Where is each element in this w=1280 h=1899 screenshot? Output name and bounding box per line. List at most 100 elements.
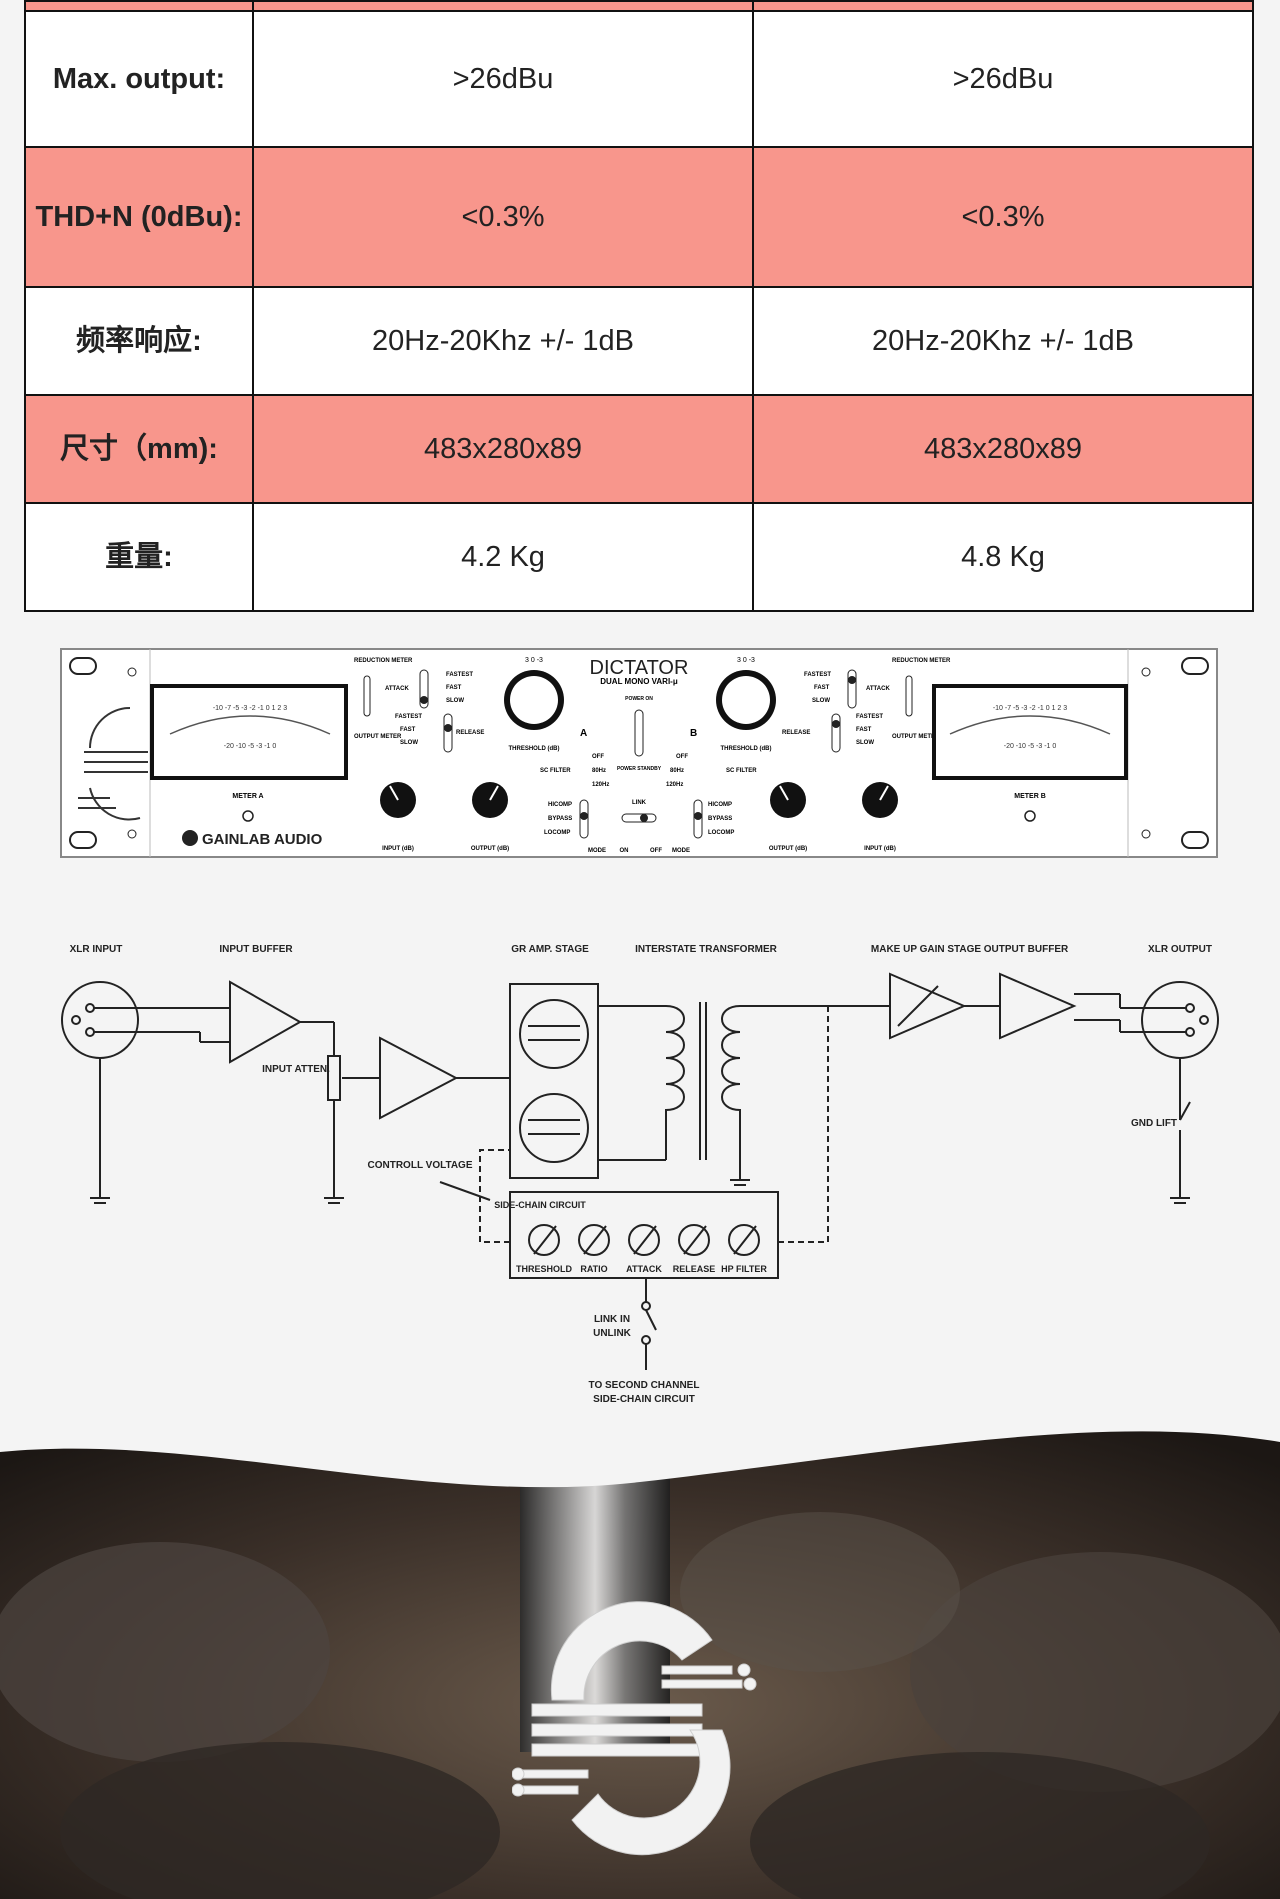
- svg-text:ATTACK: ATTACK: [626, 1264, 662, 1274]
- svg-text:80Hz: 80Hz: [670, 768, 684, 774]
- svg-text:LOCOMP: LOCOMP: [708, 830, 734, 836]
- svg-text:RELEASE: RELEASE: [673, 1264, 716, 1274]
- attack-switch[interactable]: [419, 669, 429, 709]
- output-meter-label: OUTPUT METER: [354, 734, 402, 740]
- spec-value: >26dBu: [252, 10, 754, 148]
- svg-text:SLOW: SLOW: [812, 698, 830, 704]
- input-knob-a[interactable]: [380, 782, 416, 818]
- svg-text:3 0 -3: 3 0 -3: [525, 657, 543, 664]
- svg-text:MODE: MODE: [672, 848, 690, 854]
- release-switch[interactable]: [443, 713, 453, 753]
- svg-text:HP FILTER: HP FILTER: [721, 1264, 767, 1274]
- svg-text:SLOW: SLOW: [856, 740, 874, 746]
- gr-amp-label: GR AMP. STAGE: [511, 944, 589, 955]
- svg-text:SC FILTER: SC FILTER: [540, 768, 571, 774]
- meter-toggle-b[interactable]: [905, 675, 913, 717]
- svg-text:120Hz: 120Hz: [592, 782, 609, 788]
- spec-label: 尺寸（mm):: [24, 394, 254, 504]
- svg-text:OUTPUT (dB): OUTPUT (dB): [769, 846, 807, 852]
- svg-text:A: A: [580, 728, 587, 739]
- svg-text:FASTEST: FASTEST: [804, 672, 831, 678]
- mode-switch-a[interactable]: [579, 799, 589, 839]
- svg-text:SLOW: SLOW: [400, 740, 418, 746]
- sidechain-box: [509, 1191, 779, 1279]
- svg-text:-10 -7 -5 -3 -2 -1 0 1 2 3: -10 -7 -5 -3 -2 -1 0 1 2 3: [213, 705, 287, 712]
- transformer-coil-secondary: [721, 1005, 741, 1180]
- svg-text:BYPASS: BYPASS: [548, 816, 572, 822]
- svg-text:INPUT (dB): INPUT (dB): [864, 846, 896, 852]
- spec-label: 重量:: [24, 502, 254, 612]
- svg-text:POWER ON: POWER ON: [625, 696, 653, 702]
- svg-text:OFF: OFF: [676, 754, 688, 760]
- svg-text:ATTACK: ATTACK: [866, 686, 890, 692]
- output-buffer-triangle: [999, 972, 1077, 1040]
- makeup-gain-triangle: [889, 972, 967, 1040]
- meter-b-label: METER B: [1014, 793, 1046, 800]
- rack-hole: [69, 657, 97, 675]
- svg-text:ATTACK: ATTACK: [385, 686, 409, 692]
- spec-label: 频率响应:: [24, 286, 254, 396]
- meter-a-label: METER A: [232, 793, 263, 800]
- to-second-label-2: SIDE-CHAIN CIRCUIT: [593, 1394, 695, 1405]
- power-switch[interactable]: [634, 709, 644, 757]
- attack-switch-b[interactable]: [847, 669, 857, 709]
- svg-text:SLOW: SLOW: [446, 698, 464, 704]
- release-switch-b[interactable]: [831, 713, 841, 753]
- table-row: THD+N (0dBu):<0.3%<0.3%: [24, 146, 1254, 288]
- svg-text:-20 -10 -5 -3 -1 0: -20 -10 -5 -3 -1 0: [1004, 743, 1057, 750]
- output-knob-b[interactable]: [770, 782, 806, 818]
- spec-value: <0.3%: [252, 146, 754, 288]
- gnd-lift-label: GND LIFT: [1131, 1118, 1177, 1129]
- svg-text:FASTEST: FASTEST: [395, 714, 422, 720]
- svg-text:3 0 -3: 3 0 -3: [737, 657, 755, 664]
- table-row: Max. output:>26dBu>26dBu: [24, 10, 1254, 148]
- svg-text:GAINLAB AUDIO: GAINLAB AUDIO: [202, 831, 323, 848]
- sidechain-pots: [528, 1224, 760, 1256]
- xlr-output-connector: [1141, 981, 1219, 1059]
- spec-value: 4.8 Kg: [752, 502, 1254, 612]
- output-knob-a[interactable]: [472, 782, 508, 818]
- panel-title: DICTATOR: [590, 657, 689, 679]
- input-atten-label: INPUT ATTEN.: [262, 1064, 330, 1075]
- svg-text:80Hz: 80Hz: [592, 768, 606, 774]
- tube-icon: [519, 999, 589, 1069]
- svg-text:FAST: FAST: [446, 685, 462, 691]
- rack-hole: [1181, 831, 1209, 849]
- svg-text:THRESHOLD (dB): THRESHOLD (dB): [721, 746, 772, 752]
- link-switch[interactable]: [621, 813, 657, 823]
- svg-text:LINK: LINK: [632, 800, 647, 806]
- input-atten-pot: [327, 1055, 341, 1101]
- threshold-knob-b[interactable]: 3 0 -3: [716, 657, 776, 730]
- block-diagram: XLR INPUT INPUT BUFFER GR AMP. STAGE INT…: [61, 944, 1219, 1405]
- gr-amp-stage: [509, 983, 599, 1179]
- svg-text:OUTPUT (dB): OUTPUT (dB): [471, 846, 509, 852]
- sidechain-title: SIDE-CHAIN CIRCUIT: [494, 1200, 586, 1210]
- link-in-label: LINK IN: [594, 1314, 630, 1325]
- svg-text:OFF: OFF: [592, 754, 604, 760]
- spec-label: THD+N (0dBu):: [24, 146, 254, 288]
- threshold-knob-a[interactable]: 3 0 -3: [504, 657, 564, 730]
- spec-value: <0.3%: [752, 146, 1254, 288]
- spec-label: Max. output:: [24, 10, 254, 148]
- front-panel-illustration: -10 -7 -5 -3 -2 -1 0 1 2 3 -20 -10 -5 -3…: [60, 648, 1218, 858]
- svg-text:REDUCTION METER: REDUCTION METER: [892, 658, 951, 664]
- driver-triangle: [379, 1036, 459, 1120]
- meter-toggle[interactable]: [363, 675, 371, 717]
- svg-text:MODE: MODE: [588, 848, 606, 854]
- svg-text:ON: ON: [620, 848, 629, 854]
- control-voltage-label: CONTROLL VOLTAGE: [368, 1160, 473, 1171]
- meter-b: -10 -7 -5 -3 -2 -1 0 1 2 3 -20 -10 -5 -3…: [932, 684, 1128, 822]
- svg-text:-20 -10 -5 -3 -1 0: -20 -10 -5 -3 -1 0: [224, 743, 277, 750]
- interstate-label: INTERSTATE TRANSFORMER: [635, 944, 778, 955]
- input-knob-b[interactable]: [862, 782, 898, 818]
- unlink-label: UNLINK: [593, 1328, 632, 1339]
- mode-switch-b[interactable]: [693, 799, 703, 839]
- svg-text:FAST: FAST: [856, 727, 872, 733]
- svg-text:BYPASS: BYPASS: [708, 816, 732, 822]
- transformer-coil-primary: [665, 1005, 685, 1160]
- svg-text:LOCOMP: LOCOMP: [544, 830, 570, 836]
- svg-text:FASTEST: FASTEST: [856, 714, 883, 720]
